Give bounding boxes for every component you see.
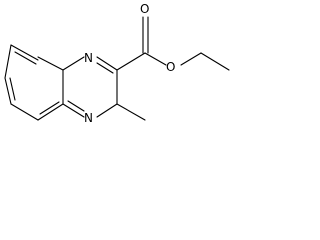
bond-benzo-inner-3: [39, 101, 60, 115]
bond-c6-c5: [10, 103, 39, 121]
atom-n4-label: N: [84, 111, 93, 125]
bond-n1-c2: [96, 56, 118, 71]
bond-benzo-inner-1: [14, 51, 37, 65]
bond-n4-c4a: [62, 103, 85, 118]
bond-ch2-ch3: [200, 52, 230, 71]
bond-c8a-n1: [62, 56, 85, 71]
bond-benzo-inner-2: [9, 77, 16, 101]
atom-o-ester-label: O: [166, 60, 175, 74]
bond-c5-c4a: [37, 103, 64, 121]
bond-c8-c7: [4, 44, 12, 79]
atom-o-carbonyl-label: O: [140, 2, 149, 16]
bond-c8a-c8: [10, 44, 39, 61]
bond-c7-c6: [4, 77, 12, 105]
bond-o-ch2: [180, 52, 202, 66]
bond-c3-methyl: [116, 103, 146, 121]
bond-n1-c2-inner: [96, 62, 114, 74]
atom-n1-label: N: [84, 51, 93, 65]
bond-carbonyl-c-o-ester: [144, 52, 167, 66]
bond-c3-n4: [96, 103, 118, 118]
bond-n4-c4a-inner: [67, 100, 85, 112]
ethyl-3-methylquinoxaline-2-carboxylate-structure: N N O O: [4, 2, 230, 125]
bond-c2-carbonyl-c: [116, 52, 146, 71]
bond-c8a-c8-top: [37, 56, 64, 71]
